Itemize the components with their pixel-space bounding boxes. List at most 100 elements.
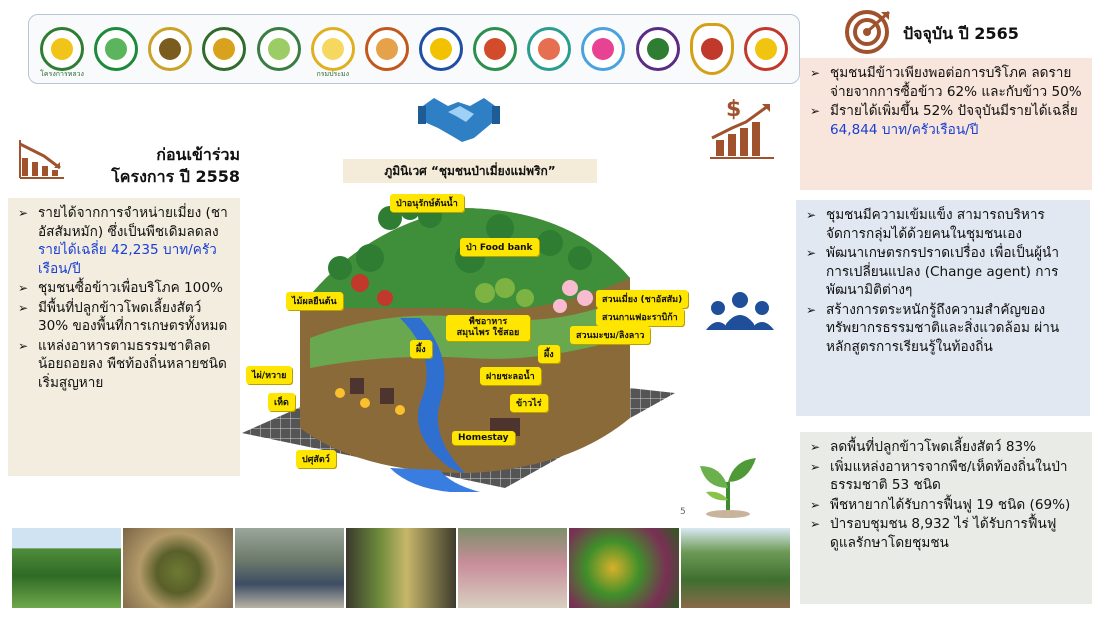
tag-food-herb-plants: พืชอาหาร สมุนไพร ใช้สอย bbox=[446, 315, 530, 341]
royal-project-logo-text: โครงการหลวง bbox=[40, 70, 84, 78]
list-item: ➢ แหล่งอาหารตามธรรมชาติลดน้อยถอยลง พืชท้อ… bbox=[16, 337, 232, 393]
list-item-text: สร้างการตระหนักรู้ถึงความสำคัญของทรัพยาก… bbox=[826, 301, 1060, 355]
temple-logo bbox=[689, 23, 735, 75]
village-valley-photo bbox=[680, 528, 790, 608]
before-title-line2: โครงการ ปี 2558 bbox=[111, 167, 240, 186]
photo-strip bbox=[12, 528, 790, 608]
arrow-bullet-icon: ➢ bbox=[18, 281, 29, 295]
target-icon bbox=[845, 10, 891, 54]
list-item: ➢ ชุมชนซื้อข้าวเพื่อบริโภค 100% bbox=[16, 279, 232, 298]
forest-dept-logo bbox=[93, 24, 139, 74]
partner-logo-bar: โครงการหลวง กรมประมง bbox=[28, 14, 800, 84]
tag-watershed-forest: ป่าอนุรักษ์ต้นน้ำ bbox=[390, 194, 464, 212]
arrow-bullet-icon: ➢ bbox=[810, 66, 821, 80]
land-dev-logo bbox=[472, 24, 518, 74]
tea-leaves-photo bbox=[123, 528, 233, 608]
now-community-list: ➢ ชุมชนมีความเข้มแข็ง สามารถบริหารจัดการก… bbox=[804, 206, 1082, 356]
tag-bamboo-rattan: ไผ่/หวาย bbox=[246, 366, 293, 384]
list-item-text: ชุมชนมีความเข้มแข็ง สามารถบริหารจัดการกล… bbox=[826, 207, 1045, 242]
ecosystem-illustration: ป่าอนุรักษ์ต้นน้ำ ป่า Food bank ไม้ผลยืน… bbox=[240, 188, 689, 493]
community-people-icon bbox=[706, 292, 774, 330]
fisheries-logo-text: กรมประมง bbox=[316, 70, 350, 78]
list-item: ➢ รายได้จากการจำหน่ายเมี่ยง (ชาอัสสัมหมัก… bbox=[16, 204, 232, 278]
livestock-logo bbox=[364, 24, 410, 74]
list-item: ➢ เพิ่มแหล่งอาหารจากพืช/เห็ดท้องถิ่นในป่า… bbox=[808, 458, 1084, 495]
arrow-bullet-icon: ➢ bbox=[810, 440, 821, 454]
tag-mushroom: เห็ด bbox=[268, 393, 295, 411]
list-item-text: มีพื้นที่ปลูกข้าวโพดเลี้ยงสัตว์ 30% ของพ… bbox=[38, 299, 228, 335]
rice-dept-logo bbox=[526, 24, 572, 74]
arrow-bullet-icon: ➢ bbox=[18, 300, 29, 315]
before-title-line1: ก่อนเข้าร่วม bbox=[156, 145, 240, 164]
list-item-text: ป่ารอบชุมชน 8,932 ไร่ ได้รับการฟื้นฟู ดู… bbox=[830, 516, 1057, 551]
arrow-bullet-icon: ➢ bbox=[810, 104, 821, 118]
tag-bee-left: ผึ้ง bbox=[410, 340, 432, 358]
tag-check-dam: ฝายชะลอน้ำ bbox=[480, 367, 541, 385]
list-item: ➢ ชุมชนมีข้าวเพียงพอต่อการบริโภค ลดรายจ่า… bbox=[808, 64, 1084, 101]
list-item: ➢ พืชหายากได้รับการฟื้นฟู 19 ชนิด (69%) bbox=[808, 496, 1084, 515]
declining-chart-icon bbox=[19, 140, 64, 179]
cooperative-logo bbox=[418, 24, 464, 74]
now-income-box: ➢ ชุมชนมีข้าวเพียงพอต่อการบริโภค ลดรายจ่า… bbox=[800, 58, 1092, 190]
tag-bee-right: ผึ้ง bbox=[538, 345, 560, 363]
arrow-bullet-icon: ➢ bbox=[806, 302, 817, 317]
fisheries-logo: กรมประมง bbox=[310, 24, 356, 78]
list-item-text: เพิ่มแหล่งอาหารจากพืช/เห็ดท้องถิ่นในป่าธ… bbox=[830, 458, 1068, 494]
now-environment-box: ➢ ลดพื้นที่ปลูกข้าวโพดเลี้ยงสัตว์ 83% ➢ เพิ… bbox=[800, 432, 1092, 604]
now-community-box: ➢ ชุมชนมีความเข้มแข็ง สามารถบริหารจัดการก… bbox=[796, 200, 1090, 416]
tag-makhom-garden: สวนมะขม/ลิงลาว bbox=[570, 326, 651, 344]
list-item: ➢มีรายได้เพิ่มขึ้น 52% ปัจจุบันมีรายได้เ… bbox=[808, 102, 1084, 139]
list-item-text: ชุมชนซื้อข้าวเพื่อบริโภค 100% bbox=[38, 280, 223, 296]
agri-extension-logo bbox=[201, 24, 247, 74]
tag-livestock: ปศุสัตว์ bbox=[296, 450, 336, 468]
list-item: ➢ สร้างการตระหนักรู้ถึงความสำคัญของทรัพยา… bbox=[804, 301, 1082, 357]
page-number: 5 bbox=[680, 507, 686, 517]
now-header: ปัจจุบัน ปี 2565 bbox=[845, 8, 1045, 54]
arrow-bullet-icon: ➢ bbox=[18, 338, 29, 353]
highlight-value: 64,844 บาท/ครัวเรือน/ปี bbox=[830, 121, 979, 138]
list-item: ➢ ป่ารอบชุมชน 8,932 ไร่ ได้รับการฟื้นฟู ด… bbox=[808, 515, 1084, 552]
tag-upland-rice: ข้าวไร่ bbox=[510, 394, 548, 412]
stream bbox=[400, 318, 466, 474]
list-item: ➢ ลดพื้นที่ปลูกข้าวโพดเลี้ยงสัตว์ 83% bbox=[808, 438, 1084, 457]
svg-text:$: $ bbox=[726, 97, 741, 122]
list-item-text: พัฒนาเกษตรกรปราดเปรื่อง เพื่อเป็นผู้นำกา… bbox=[826, 245, 1059, 298]
growth-chart-icon: $ bbox=[710, 97, 774, 159]
list-item-text: รายได้จากการจำหน่ายเมี่ยง (ชาอัสสัมหมัก)… bbox=[38, 205, 228, 240]
arrow-bullet-icon: ➢ bbox=[806, 246, 817, 260]
vegetables-photo bbox=[569, 528, 679, 608]
university-logo bbox=[635, 24, 681, 74]
arrow-bullet-icon: ➢ bbox=[810, 517, 821, 531]
handshake-icon bbox=[418, 98, 500, 142]
before-header: ก่อนเข้าร่วม โครงการ ปี 2558 bbox=[18, 138, 240, 186]
tag-tea-garden: สวนเมี่ยง (ชาอัสสัม) bbox=[596, 290, 689, 308]
ecosystem-title: ภูมินิเวศ “ชุมชนป่าเมี่ยงแม่พริก” bbox=[343, 159, 597, 183]
list-item: ➢ ชุมชนมีความเข้มแข็ง สามารถบริหารจัดการก… bbox=[804, 206, 1082, 243]
highlight-value: รายได้เฉลี่ย 42,235 บาท/ครัวเรือน/ปี bbox=[38, 242, 217, 277]
tag-food-bank-forest: ป่า Food bank bbox=[460, 238, 539, 256]
list-item: ➢ มีพื้นที่ปลูกข้าวโพดเลี้ยงสัตว์ 30% ของ… bbox=[16, 299, 232, 336]
tag-coffee-garden: สวนกาแฟอะราบิก้า bbox=[596, 308, 684, 326]
list-item-text: ชุมชนมีข้าวเพียงพอต่อการบริโภค ลดรายจ่าย… bbox=[830, 65, 1082, 100]
arrow-bullet-icon: ➢ bbox=[810, 497, 821, 512]
arrow-bullet-icon: ➢ bbox=[806, 208, 817, 222]
now-income-list: ➢ ชุมชนมีข้าวเพียงพอต่อการบริโภค ลดรายจ่า… bbox=[808, 64, 1084, 139]
arrow-bullet-icon: ➢ bbox=[18, 206, 29, 220]
arrow-bullet-icon: ➢ bbox=[810, 459, 821, 474]
product-display-photo bbox=[346, 528, 456, 608]
now-environment-list: ➢ ลดพื้นที่ปลูกข้าวโพดเลี้ยงสัตว์ 83% ➢ เพิ… bbox=[808, 438, 1084, 552]
tag-perennial-fruit: ไม้ผลยืนต้น bbox=[286, 292, 343, 310]
before-list: ➢ รายได้จากการจำหน่ายเมี่ยง (ชาอัสสัมหมัก… bbox=[16, 204, 232, 392]
tag-homestay: Homestay bbox=[452, 431, 515, 445]
list-item-text: แหล่งอาหารตามธรรมชาติลดน้อยถอยลง พืชท้อง… bbox=[38, 337, 227, 391]
list-item-text: พืชหายากได้รับการฟื้นฟู 19 ชนิด (69%) bbox=[830, 496, 1071, 513]
before-list-box: ➢ รายได้จากการจำหน่ายเมี่ยง (ชาอัสสัมหมัก… bbox=[8, 198, 240, 476]
sprout-icon bbox=[700, 458, 756, 518]
community-meeting-photo bbox=[234, 528, 345, 608]
list-item-text: ลดพื้นที่ปลูกข้าวโพดเลี้ยงสัตว์ 83% bbox=[830, 439, 1037, 455]
district-logo bbox=[743, 24, 789, 74]
royal-project-logo: โครงการหลวง bbox=[39, 24, 85, 78]
mountain-forest-photo bbox=[12, 528, 122, 608]
villagers-sorting-photo bbox=[457, 528, 568, 608]
list-item: ➢ พัฒนาเกษตรกรปราดเปรื่อง เพื่อเป็นผู้นำก… bbox=[804, 244, 1082, 300]
